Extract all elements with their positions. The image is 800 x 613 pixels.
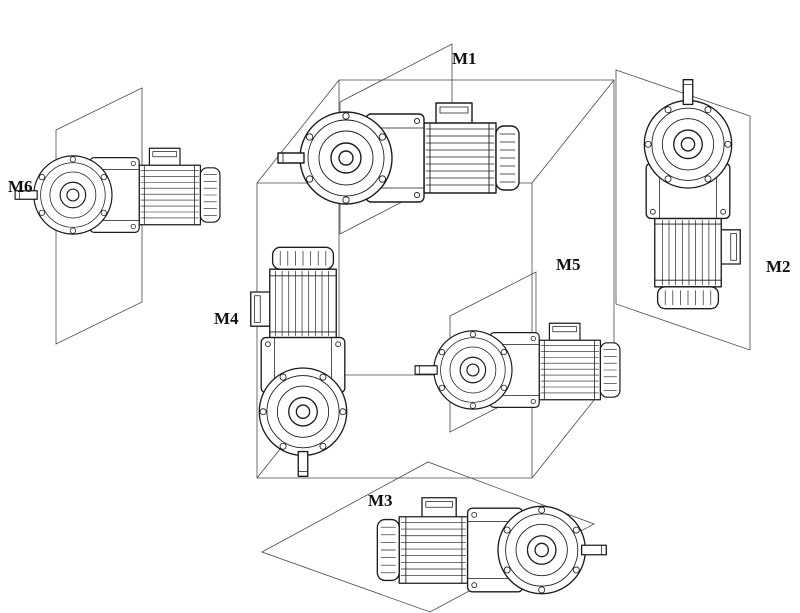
label-m6: M6 bbox=[8, 177, 33, 196]
gearmotor-m6-drawing bbox=[14, 147, 221, 235]
gearmotor-drawings bbox=[14, 79, 741, 595]
label-m2: M2 bbox=[766, 257, 791, 276]
gearmotor-m1-drawing bbox=[277, 102, 520, 205]
mounting-plane-m3 bbox=[261, 461, 595, 613]
mounting-plane-m6 bbox=[55, 87, 143, 345]
mounting-plane-m2 bbox=[615, 69, 751, 351]
label-m3: M3 bbox=[368, 491, 393, 510]
gearmotor-m5-drawing bbox=[414, 322, 621, 410]
position-labels: M1 M2 M3 M4 M5 M6 bbox=[8, 49, 791, 510]
label-m5: M5 bbox=[556, 255, 581, 274]
gearmotor-m3-drawing bbox=[376, 497, 607, 595]
label-m4: M4 bbox=[214, 309, 239, 328]
gearmotor-m2-drawing bbox=[643, 79, 741, 310]
gearmotor-m4-drawing bbox=[250, 246, 348, 477]
label-m1: M1 bbox=[452, 49, 477, 68]
